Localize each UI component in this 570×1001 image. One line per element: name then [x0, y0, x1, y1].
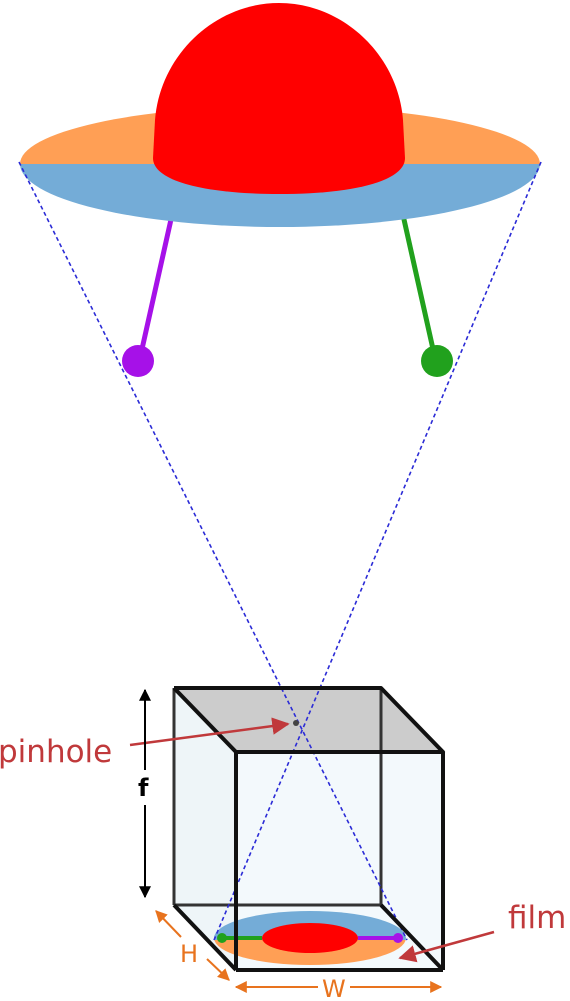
ray-left — [18, 161, 408, 941]
focal-length-dimension: f — [138, 688, 151, 899]
left-leg — [137, 212, 175, 361]
saucer-dome — [153, 3, 405, 194]
focal-length-label: f — [138, 774, 149, 802]
height-label: H — [180, 940, 198, 968]
saucer-object — [20, 3, 540, 377]
film-annotation: film — [398, 900, 566, 963]
box-left-face — [174, 688, 236, 970]
film-label: film — [508, 900, 566, 936]
height-arrow-lower — [206, 958, 230, 981]
box-back-edges — [172, 688, 383, 907]
height-arrow-upper — [155, 910, 182, 938]
height-dimension: H — [155, 910, 230, 981]
film-image-dome — [262, 923, 358, 953]
pinhole-point — [293, 720, 299, 726]
box-front-edges — [172, 686, 445, 972]
right-leg — [400, 212, 438, 361]
box-top-face — [174, 688, 443, 752]
width-dimension: W — [234, 975, 443, 1001]
film-image-right-foot — [393, 933, 403, 943]
ray-right — [213, 161, 542, 941]
film-arrow — [398, 930, 495, 963]
pinhole-annotation: pinhole — [0, 717, 290, 770]
left-leg-foot — [122, 345, 154, 377]
film-image-left-foot — [217, 933, 227, 943]
brim-bottom — [20, 164, 540, 227]
saucer-legs — [122, 212, 453, 377]
projection-rays — [18, 161, 542, 941]
pinhole-label: pinhole — [0, 734, 112, 770]
pinhole-arrow — [129, 717, 290, 747]
width-label: W — [322, 975, 346, 1001]
right-leg-foot — [421, 345, 453, 377]
